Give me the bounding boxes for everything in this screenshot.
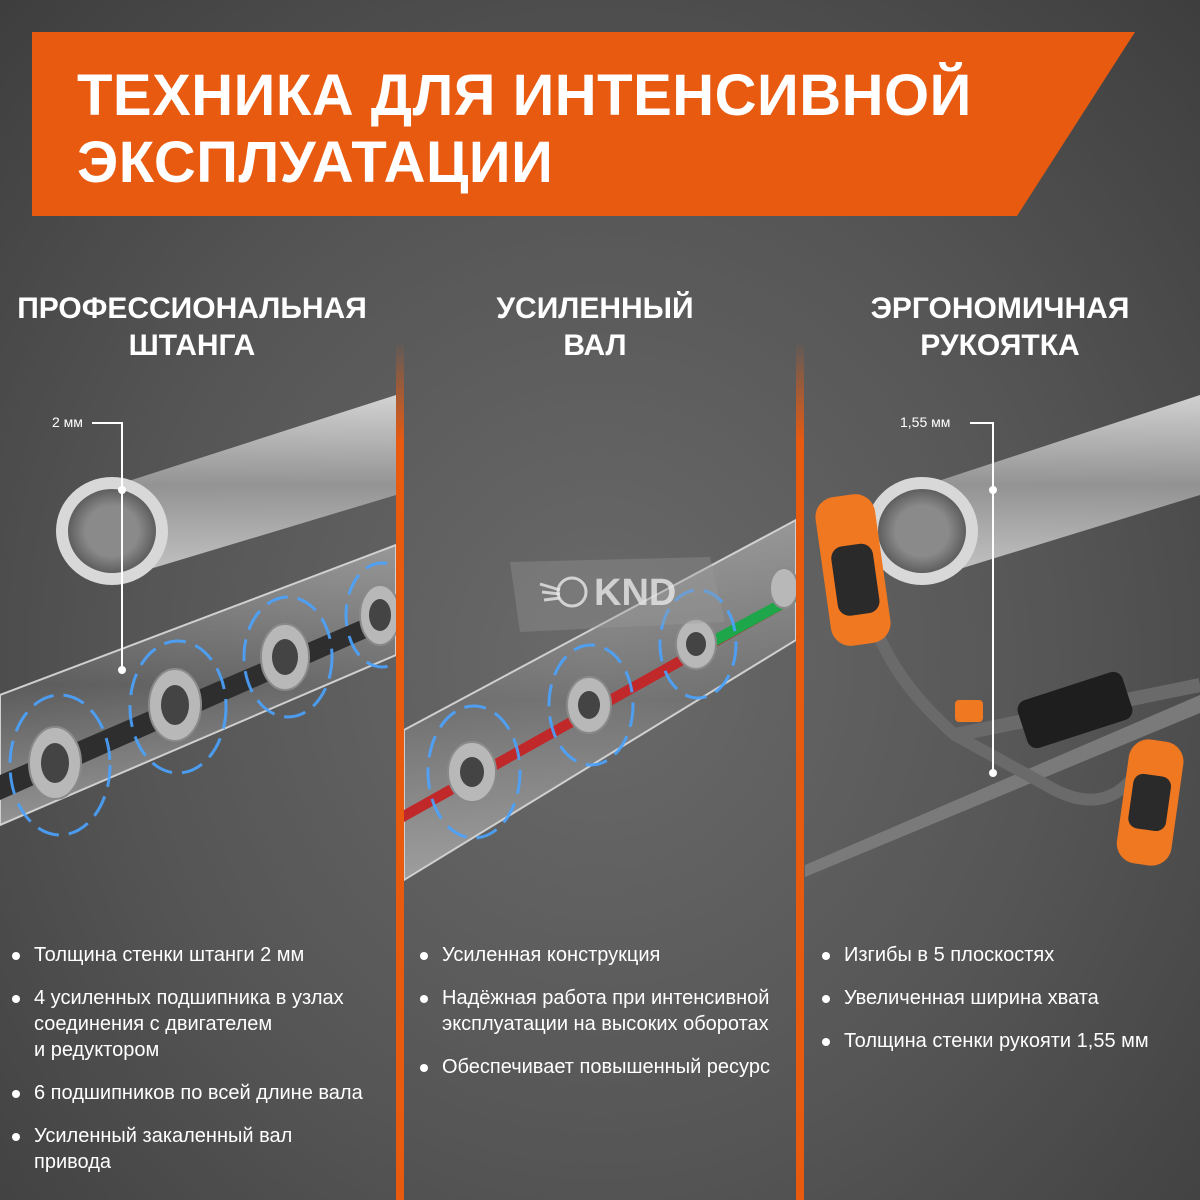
column-title-drive: УСИЛЕННЫЙ ВАЛ: [395, 290, 795, 364]
list-item-text: эксплуатации на высоких оборотах: [442, 1013, 769, 1035]
list-item: Увеличенная ширина хвата: [820, 985, 1195, 1011]
drive-features-list: Усиленная конструкция Надёжная работа пр…: [418, 942, 796, 1097]
list-item-text: Изгибы в 5 плоскостях: [844, 944, 1055, 966]
list-item: Толщина стенки штанги 2 мм: [10, 942, 390, 968]
list-item: Усиленный закаленный вал привода: [10, 1123, 390, 1175]
list-item-text: Надёжная работа при интенсивной: [442, 987, 770, 1009]
banner-shape: [32, 32, 1135, 216]
handle-features-list: Изгибы в 5 плоскостях Увеличенная ширина…: [820, 942, 1195, 1071]
column-title-shaft: ПРОФЕССИОНАЛЬНАЯ ШТАНГА: [0, 290, 392, 364]
page-title-line-2: ЭКСПЛУАТАЦИИ: [77, 130, 554, 195]
column-title-line: ВАЛ: [563, 329, 627, 362]
column-title-line: ПРОФЕССИОНАЛЬНАЯ: [17, 292, 367, 325]
winged-circle-logo-icon: [510, 557, 725, 632]
header-banner: ТЕХНИКА ДЛЯ ИНТЕНСИВНОЙ ЭКСПЛУАТАЦИИ: [32, 32, 1135, 216]
column-title-line: ЭРГОНОМИЧНАЯ: [870, 292, 1130, 325]
logo-text: KND: [594, 572, 677, 614]
list-item-text: Увеличенная ширина хвата: [844, 987, 1099, 1009]
shaft-features-list: Толщина стенки штанги 2 мм 4 усиленных п…: [10, 942, 390, 1192]
page-title-line-1: ТЕХНИКА ДЛЯ ИНТЕНСИВНОЙ: [77, 63, 972, 128]
column-title-line: РУКОЯТКА: [920, 329, 1080, 362]
reinforced-drive-shaft-image: [404, 518, 796, 882]
list-item-text: привода: [34, 1151, 112, 1173]
list-item: Толщина стенки рукояти 1,55 мм: [820, 1028, 1195, 1054]
list-item-text: Усиленная конструкция: [442, 944, 661, 966]
ergonomic-handlebar-image: [805, 395, 1200, 877]
page-title: ТЕХНИКА ДЛЯ ИНТЕНСИВНОЙ ЭКСПЛУАТАЦИИ: [77, 62, 1077, 196]
handle-wall-thickness-callout: 1,55 мм: [900, 414, 951, 430]
wall-thickness-callout: 2 мм: [52, 414, 83, 430]
list-item: 6 подшипников по всей длине вала: [10, 1080, 390, 1106]
column-title-line: УСИЛЕННЫЙ: [496, 292, 694, 325]
list-item: 4 усиленных подшипника в узлах соединени…: [10, 985, 390, 1063]
brand-logo: KND: [510, 552, 725, 637]
shaft-with-bearings-image: [0, 395, 396, 837]
list-item-text: Усиленный закаленный вал: [34, 1125, 293, 1147]
list-item-text: Толщина стенки штанги 2 мм: [34, 944, 305, 966]
list-item: Изгибы в 5 плоскостях: [820, 942, 1195, 968]
list-item-text: и редуктором: [34, 1039, 160, 1061]
list-item: Усиленная конструкция: [418, 942, 796, 968]
list-item-text: Обеспечивает повышенный ресурс: [442, 1056, 770, 1078]
list-item: Надёжная работа при интенсивной эксплуат…: [418, 985, 796, 1037]
column-divider-2: [796, 340, 804, 1200]
list-item-text: Толщина стенки рукояти 1,55 мм: [844, 1030, 1149, 1052]
list-item-text: соединения с двигателем: [34, 1013, 273, 1035]
list-item: Обеспечивает повышенный ресурс: [418, 1054, 796, 1080]
column-title-handle: ЭРГОНОМИЧНАЯ РУКОЯТКА: [800, 290, 1200, 364]
column-divider-1: [396, 340, 404, 1200]
column-title-line: ШТАНГА: [128, 329, 256, 362]
list-item-text: 6 подшипников по всей длине вала: [34, 1082, 363, 1104]
list-item-text: 4 усиленных подшипника в узлах: [34, 987, 344, 1009]
